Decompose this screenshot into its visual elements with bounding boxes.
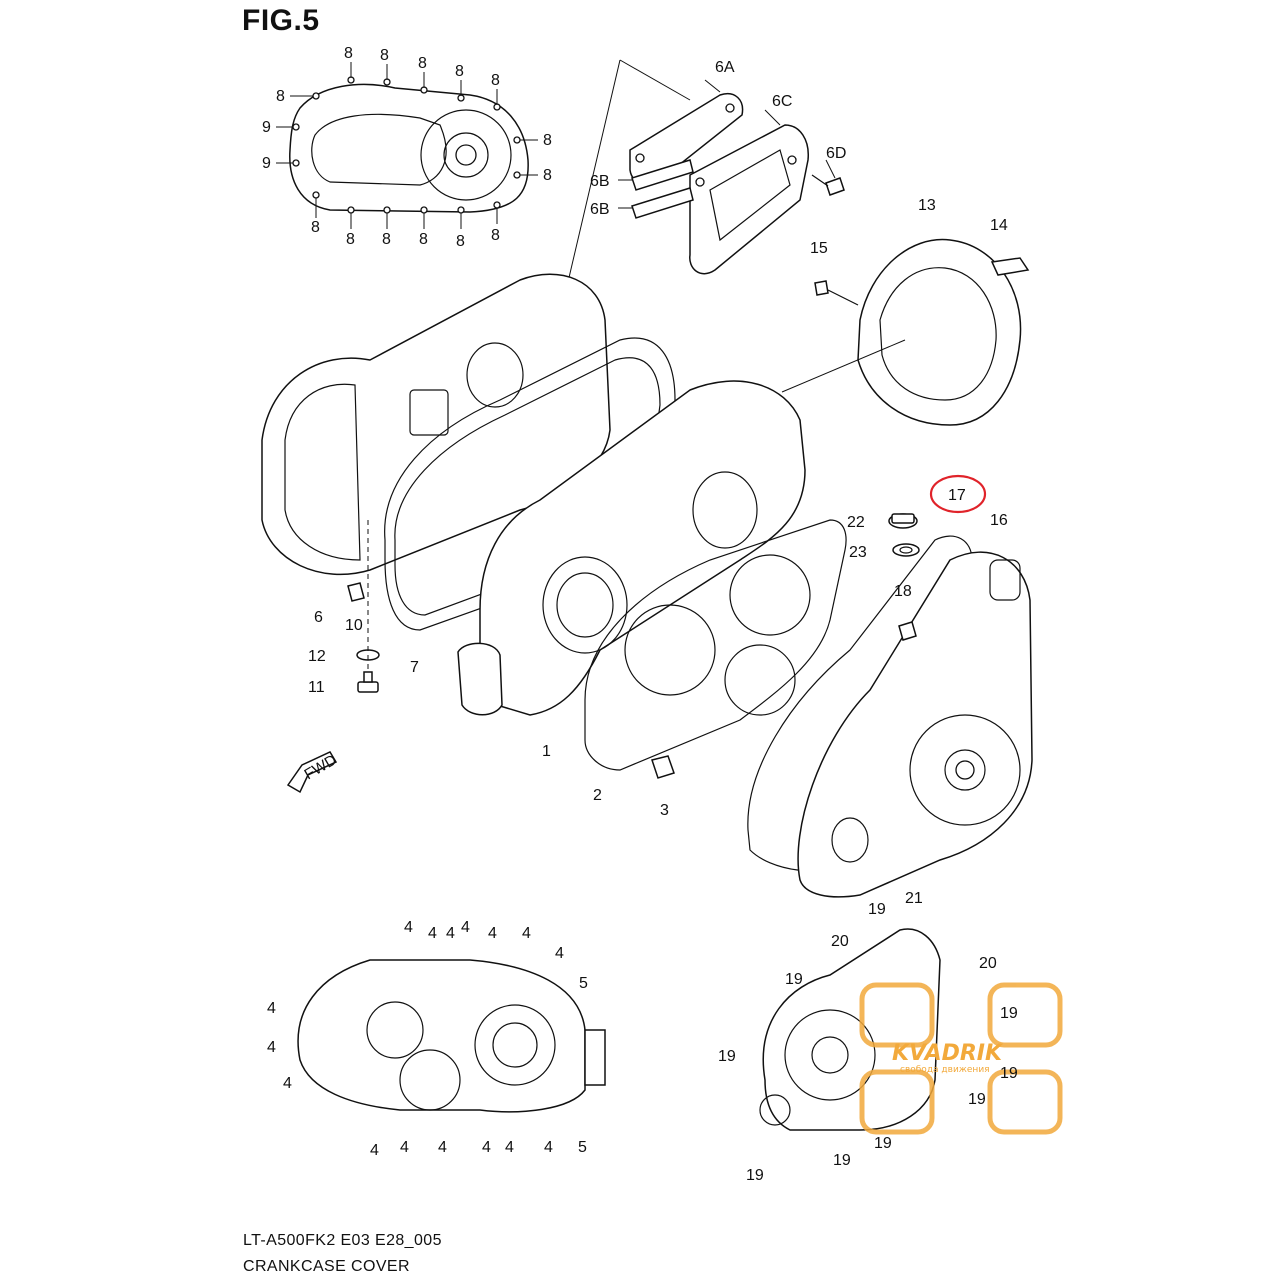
part-label-4: 4 — [267, 1039, 276, 1056]
part-label-8: 8 — [543, 132, 552, 149]
figure-title: FIG.5 — [242, 4, 320, 37]
part-label-4: 4 — [438, 1139, 447, 1156]
part-label-4: 4 — [267, 1000, 276, 1017]
plug-22 — [888, 513, 918, 529]
part-label-4: 4 — [461, 919, 470, 936]
part-group-name: CRANKCASE COVER — [243, 1258, 410, 1275]
damper-strips-6b — [631, 159, 694, 219]
part-label-20: 20 — [979, 955, 997, 972]
cover-gasket-7 — [384, 337, 676, 631]
part-label-6d: 6D — [826, 145, 846, 162]
part-label-23: 23 — [849, 544, 867, 561]
part-label-20: 20 — [831, 933, 849, 950]
part-label-14: 14 — [990, 217, 1008, 234]
part-label-8: 8 — [380, 47, 389, 64]
part-label-18: 18 — [894, 583, 912, 600]
bottom-left-bolt-layout — [297, 959, 606, 1113]
part-label-19: 19 — [968, 1091, 986, 1108]
part-label-6c: 6C — [772, 93, 792, 110]
bolt-15 — [814, 280, 859, 306]
magneto-cover-16 — [797, 551, 1033, 898]
part-label-4: 4 — [522, 925, 531, 942]
part-label-11: 11 — [308, 679, 325, 696]
gasket-2 — [584, 519, 847, 771]
part-label-2: 2 — [593, 787, 602, 804]
clutch-cover-13 — [857, 238, 1022, 426]
part-label-10: 10 — [345, 617, 363, 634]
part-label-15: 15 — [810, 240, 828, 257]
part-labels: 8 8 8 8 8 8 9 9 8 8 8 8 8 8 8 8 6A 6C 6D… — [262, 45, 1018, 1184]
part-label-17: 17 — [948, 487, 966, 504]
part-label-9: 9 — [262, 155, 271, 172]
part-label-8: 8 — [419, 231, 428, 248]
part-label-8: 8 — [382, 231, 391, 248]
part-label-4: 4 — [555, 945, 564, 962]
part-label-6b: 6B — [590, 201, 610, 218]
part-label-4: 4 — [505, 1139, 514, 1156]
cover-lead-lines — [276, 62, 538, 229]
part-label-8: 8 — [543, 167, 552, 184]
part-label-9: 9 — [262, 119, 271, 136]
part-label-8: 8 — [491, 72, 500, 89]
part-label-4: 4 — [283, 1075, 292, 1092]
bottom-right-bolt-layout — [759, 928, 941, 1131]
part-label-19: 19 — [718, 1048, 736, 1065]
part-label-8: 8 — [491, 227, 500, 244]
part-label-8: 8 — [456, 233, 465, 250]
part-label-4: 4 — [482, 1139, 491, 1156]
part-label-4: 4 — [488, 925, 497, 942]
part-label-19: 19 — [1000, 1065, 1018, 1082]
highlight-callout-circle — [929, 474, 987, 514]
dowel-3 — [651, 755, 675, 779]
part-label-6b: 6B — [590, 173, 610, 190]
part-label-21: 21 — [905, 890, 923, 907]
part-label-4: 4 — [400, 1139, 409, 1156]
part-label-8: 8 — [311, 219, 320, 236]
part-label-4: 4 — [370, 1142, 379, 1159]
part-label-22: 22 — [847, 514, 865, 531]
cover-13-to-case-lead — [781, 339, 906, 393]
dowel-10 — [347, 582, 365, 602]
model-code: LT-A500FK2 E03 E28_005 — [243, 1232, 442, 1249]
part-label-5: 5 — [578, 1139, 587, 1156]
part-label-8: 8 — [346, 231, 355, 248]
part-label-13: 13 — [918, 197, 936, 214]
screw-6d — [811, 174, 845, 196]
part-label-19: 19 — [874, 1135, 892, 1152]
part-label-8: 8 — [455, 63, 464, 80]
part-label-4: 4 — [446, 925, 455, 942]
crankcase-housing-1 — [457, 380, 806, 716]
part-label-8: 8 — [418, 55, 427, 72]
watermark-brand: KVADRIK — [892, 1041, 1004, 1066]
part-label-7: 7 — [410, 659, 419, 676]
part-label-4: 4 — [428, 925, 437, 942]
crankcase-cover-6 — [261, 273, 611, 576]
plate-6c — [689, 124, 809, 275]
part-label-19: 19 — [833, 1152, 851, 1169]
part-label-8: 8 — [276, 88, 285, 105]
o-ring-23 — [892, 543, 920, 557]
part-label-12: 12 — [308, 648, 326, 665]
part-label-1: 1 — [542, 743, 551, 760]
part-label-19: 19 — [1000, 1005, 1018, 1022]
part-label-8: 8 — [344, 45, 353, 62]
clip-14 — [990, 257, 1030, 276]
kvadrik-watermark-logo — [859, 982, 1063, 1135]
part-label-19: 19 — [746, 1167, 764, 1184]
part-label-3: 3 — [660, 802, 669, 819]
part-label-19: 19 — [868, 901, 886, 918]
part-label-5: 5 — [579, 975, 588, 992]
part-label-4: 4 — [404, 919, 413, 936]
part-label-16: 16 — [990, 512, 1008, 529]
fwd-arrow — [286, 751, 338, 794]
dowel-18 — [898, 621, 917, 641]
watermark-tagline: свобода движения — [900, 1065, 990, 1075]
part-label-19: 19 — [785, 971, 803, 988]
drain-plug-11 — [357, 671, 379, 693]
part-label-6: 6 — [314, 609, 323, 626]
part-label-4: 4 — [544, 1139, 553, 1156]
clutch-outer-cover — [289, 83, 529, 213]
part-label-6a: 6A — [715, 59, 735, 76]
